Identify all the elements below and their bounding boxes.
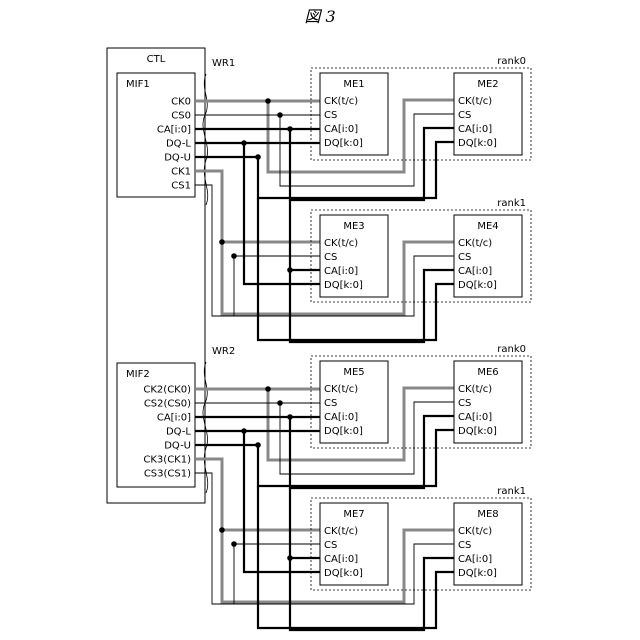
memory-pin-label: CA[i:0] [458, 266, 492, 277]
mif1-pin-label: DQ-U [164, 153, 191, 164]
mif2-pin-label: CS2(CS0) [144, 399, 191, 410]
memory-pin-label: DQ[k:0] [324, 426, 363, 437]
junction-dot [241, 140, 247, 146]
mif2-label: MIF2 [126, 369, 150, 380]
mif2-pin-label: DQ-U [164, 441, 191, 452]
junction-dot [241, 428, 247, 434]
signal-wire [244, 431, 320, 572]
memory-pin-label: CS [324, 110, 337, 121]
mif1-pin-label: CS1 [171, 181, 191, 192]
junction-dot [231, 253, 237, 259]
memory-pin-label: DQ[k:0] [324, 138, 363, 149]
signal-wire [290, 488, 320, 558]
memory-pin-label: CA[i:0] [458, 554, 492, 565]
mif2-pin-label: CA[i:0] [157, 413, 191, 424]
mif1-pin-label: CS0 [171, 111, 191, 122]
mif1-pin-label: CA[i:0] [157, 125, 191, 136]
memory-chip-label: ME3 [343, 221, 364, 232]
junction-dot [277, 400, 283, 406]
memory-pin-label: CA[i:0] [324, 554, 358, 565]
memory-pin-label: DQ[k:0] [458, 426, 497, 437]
mif1-pin-label: CK0 [171, 97, 191, 108]
memory-pin-label: CA[i:0] [458, 412, 492, 423]
junction-dot [287, 267, 293, 273]
signal-wire [244, 143, 320, 284]
junction-dot [265, 386, 271, 392]
junction-dot [255, 154, 261, 160]
memory-pin-label: CS [458, 110, 471, 121]
wr2-label: WR2 [212, 346, 235, 357]
wr1-label: WR1 [212, 58, 235, 69]
rank-label: rank1 [497, 198, 526, 209]
rank-label: rank0 [497, 344, 526, 355]
memory-pin-label: CK(t/c) [324, 96, 358, 107]
mif2-pin-label: DQ-L [166, 427, 191, 438]
memory-chip-label: ME4 [477, 221, 498, 232]
memory-pin-label: DQ[k:0] [458, 568, 497, 579]
memory-chip-label: ME6 [477, 367, 498, 378]
memory-pin-label: CS [324, 540, 337, 551]
memory-pin-label: DQ[k:0] [458, 138, 497, 149]
mif2-pin-label: CS3(CS1) [144, 469, 191, 480]
rank-label: rank0 [497, 56, 526, 67]
junction-dot [287, 126, 293, 132]
memory-pin-label: CS [324, 398, 337, 409]
junction-dot [287, 555, 293, 561]
memory-pin-label: CK(t/c) [458, 238, 492, 249]
mif2-pin-label: CK2(CK0) [143, 385, 191, 396]
memory-pin-label: CK(t/c) [458, 384, 492, 395]
memory-pin-label: CA[i:0] [458, 124, 492, 135]
memory-pin-label: CS [324, 252, 337, 263]
mif1-pin-label: CK1 [171, 167, 191, 178]
memory-pin-label: CS [458, 398, 471, 409]
mif2-pin-label: CK3(CK1) [143, 455, 191, 466]
memory-pin-label: CA[i:0] [324, 124, 358, 135]
junction-dot [277, 112, 283, 118]
memory-pin-label: CA[i:0] [324, 266, 358, 277]
figure-title: 図 3 [304, 7, 335, 26]
memory-chip-label: ME7 [343, 509, 364, 520]
memory-pin-label: CK(t/c) [324, 238, 358, 249]
rank-label: rank1 [497, 486, 526, 497]
memory-pin-label: DQ[k:0] [324, 280, 363, 291]
ctl-label: CTL [147, 54, 166, 65]
mif1-pin-label: DQ-L [166, 139, 191, 150]
memory-chip-label: ME5 [343, 367, 364, 378]
junction-dot [231, 541, 237, 547]
memory-chip-label: ME1 [343, 79, 364, 90]
memory-pin-label: CK(t/c) [324, 526, 358, 537]
junction-dot [219, 527, 225, 533]
memory-pin-label: CK(t/c) [458, 526, 492, 537]
junction-dot [265, 98, 271, 104]
memory-pin-label: CK(t/c) [458, 96, 492, 107]
memory-pin-label: CS [458, 252, 471, 263]
junction-dot [219, 239, 225, 245]
junction-dot [287, 414, 293, 420]
memory-pin-label: DQ[k:0] [324, 568, 363, 579]
memory-pin-label: CA[i:0] [324, 412, 358, 423]
memory-pin-label: DQ[k:0] [458, 280, 497, 291]
signal-wire [290, 200, 320, 270]
memory-chip-label: ME2 [477, 79, 498, 90]
mif1-label: MIF1 [126, 79, 150, 90]
memory-chip-label: ME8 [477, 509, 498, 520]
junction-dot [255, 442, 261, 448]
memory-pin-label: CS [458, 540, 471, 551]
memory-pin-label: CK(t/c) [324, 384, 358, 395]
